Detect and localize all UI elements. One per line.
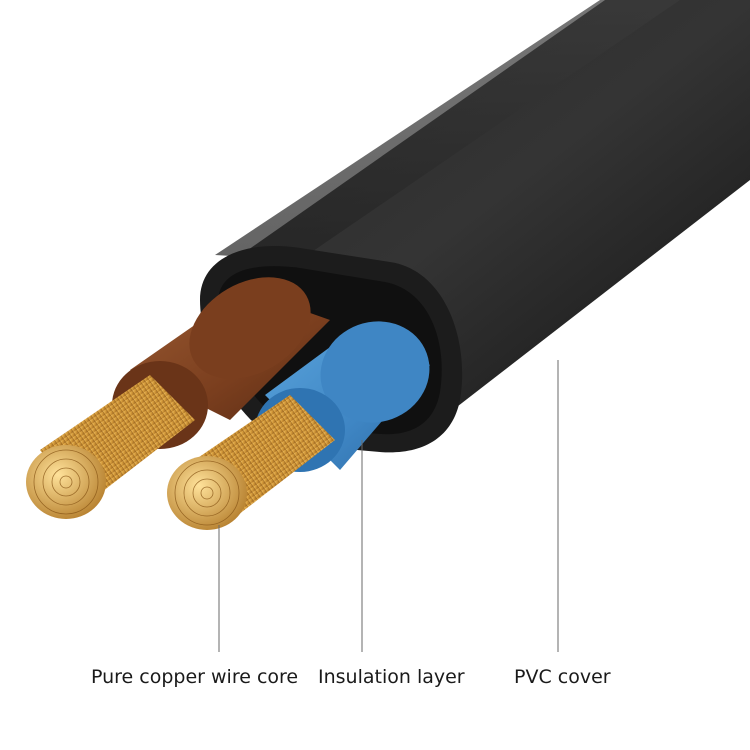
pvc-cover-label: PVC cover [514,666,611,688]
copper-core-left [26,375,195,519]
copper-core-label: Pure copper wire core [91,666,299,688]
insulation-layer-label: Insulation layer [318,666,465,688]
copper-core-right [167,395,335,530]
